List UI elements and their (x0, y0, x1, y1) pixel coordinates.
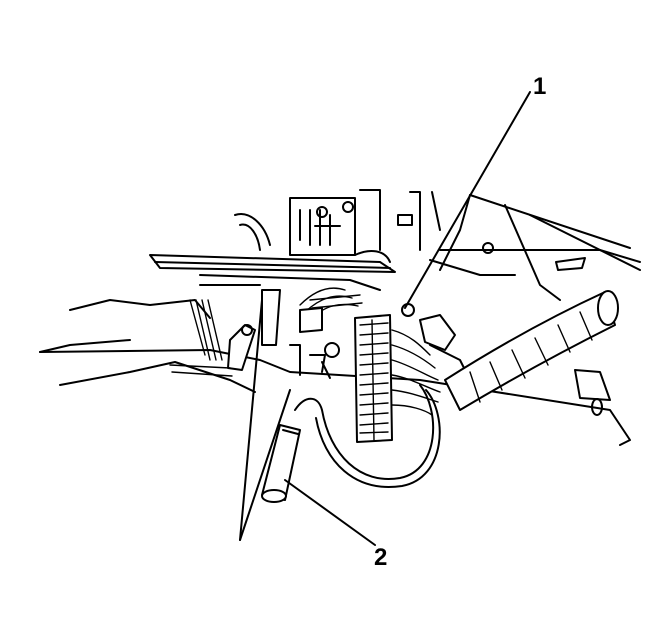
wrapped-harness (444, 290, 619, 411)
left-wiring-harness (169, 289, 281, 377)
callout-label-1: 1 (533, 73, 546, 100)
center-harness-bundle (289, 287, 363, 379)
leader-line-4 (239, 389, 291, 541)
main-connector (354, 303, 471, 443)
mounting-bracket (234, 197, 356, 256)
leader-lines (239, 91, 531, 546)
leader-line-1 (404, 91, 531, 309)
test-probe (261, 384, 441, 503)
callout-label-2: 2 (374, 544, 387, 571)
leader-line-2 (284, 479, 376, 546)
horizontal-rails (149, 249, 396, 291)
leader-line-3 (239, 299, 263, 541)
